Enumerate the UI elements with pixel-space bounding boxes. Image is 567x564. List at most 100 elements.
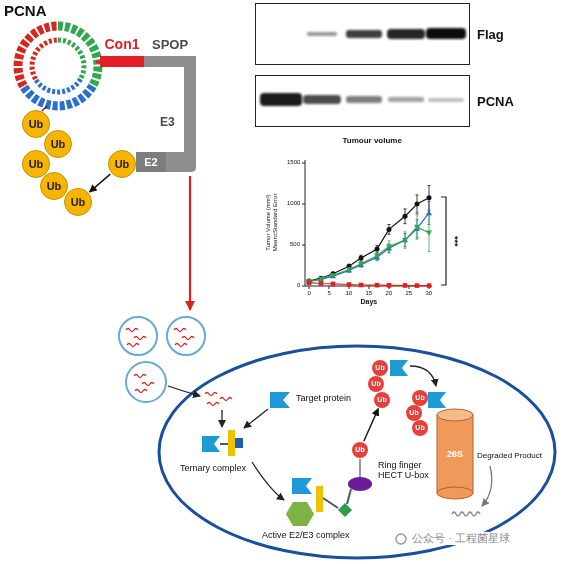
text-label: *** [450, 236, 460, 247]
linker [347, 489, 351, 504]
blot-panel-frame [255, 3, 470, 65]
error-bar [416, 195, 419, 213]
band [346, 96, 382, 103]
band [307, 32, 337, 36]
node-label: Con1 [105, 36, 140, 52]
series-line [309, 198, 429, 281]
ubiquitin-circle: Ub [406, 405, 422, 421]
text-label: SPOP [152, 38, 188, 53]
cell-membrane [159, 346, 555, 558]
tick [302, 163, 305, 164]
proteasome-top [437, 409, 473, 421]
target-protein-shape [428, 392, 446, 408]
rna-squiggle [134, 337, 146, 340]
data-marker [427, 283, 432, 288]
ternary-complex-shape [202, 430, 243, 456]
data-marker [359, 256, 364, 261]
proteasome-body [437, 415, 473, 493]
pcna-helix-red [18, 26, 58, 86]
data-marker [414, 225, 420, 230]
tick [302, 286, 305, 287]
node-label: Ub [47, 180, 62, 192]
con1-peptide-box: Con1 [100, 36, 144, 67]
pcna-ring [18, 26, 98, 106]
uptake-arrow [168, 386, 200, 396]
process-arrow [221, 410, 222, 427]
ubiquitin-circle: Ub [108, 150, 136, 178]
ubiquitin-circle: Ub [372, 360, 388, 376]
ubiquitin-circle: Ub [44, 130, 72, 158]
text-label: Tumour volume [343, 136, 402, 145]
e3-diamond [338, 503, 352, 517]
text-label: 0 [308, 290, 311, 297]
western-blot-panel: PCNA [255, 75, 517, 127]
text-label: Days [361, 298, 378, 306]
text-label: Ring finger HECT U-box [378, 460, 430, 481]
text-label: Active E2/E3 complex [262, 530, 350, 540]
data-marker [359, 283, 364, 288]
connector-arrow [364, 409, 378, 442]
data-marker [415, 283, 420, 288]
node-label: Ub [371, 380, 380, 388]
connector-arrow [90, 174, 111, 192]
rna-squiggle [205, 393, 217, 396]
node-label: Ub [409, 409, 418, 417]
node-label: E2 [144, 156, 157, 168]
process-arrow [410, 366, 436, 386]
process-arrow [244, 409, 268, 428]
chart-axes [302, 160, 446, 289]
rna-squiggle [182, 337, 194, 340]
data-marker [403, 214, 408, 219]
data-marker [331, 282, 336, 287]
e2-box: E2 [136, 152, 166, 172]
red-arrow [189, 176, 191, 310]
data-marker [403, 283, 408, 288]
text-label: E3 [160, 116, 175, 130]
data-marker [306, 279, 312, 284]
target-protein-shape [202, 436, 220, 452]
tick [409, 286, 410, 289]
blot-label: Flag [477, 27, 504, 42]
text-label: Ternary complex [180, 463, 246, 473]
ubiquitin-circle: Ub [412, 420, 428, 436]
text-label: 25 [406, 290, 413, 297]
data-marker [375, 283, 380, 288]
data-marker [358, 262, 364, 267]
e2-hexagon [286, 502, 314, 526]
text-label: 1000 [287, 200, 300, 207]
text-label: 20 [386, 290, 393, 297]
band [388, 97, 424, 102]
ubiquitin-circle: Ub [368, 376, 384, 392]
rna-squiggle [127, 344, 139, 347]
tick [369, 286, 370, 289]
series-line [309, 213, 429, 282]
chart-series [306, 186, 432, 288]
blot-label: PCNA [477, 94, 514, 109]
tick [329, 286, 330, 289]
data-marker [426, 231, 432, 236]
y-axis [305, 160, 306, 286]
vesicles [119, 317, 205, 402]
text-label: Mean±Standard Error [272, 193, 279, 251]
node-label: Ub [355, 446, 364, 454]
vesicle [126, 362, 166, 402]
rna-squiggle [126, 329, 138, 332]
data-marker [387, 227, 392, 232]
ub-link [42, 106, 47, 111]
node-label: 26S [447, 449, 463, 459]
pcna-sheet-green [58, 40, 84, 79]
degraded-peptide [452, 512, 480, 516]
ubiquitin-circle: Ub [374, 392, 390, 408]
pcna-helix-blue [23, 86, 92, 106]
text-label: PCNA [4, 2, 47, 19]
vesicle [119, 317, 157, 355]
rna-squiggle [174, 329, 186, 332]
watermark-icon [396, 534, 406, 544]
data-marker [402, 238, 408, 243]
text-label: 1500 [287, 159, 300, 166]
proteasome-base [437, 487, 473, 499]
node-label: Ub [29, 158, 44, 170]
band [260, 93, 302, 106]
